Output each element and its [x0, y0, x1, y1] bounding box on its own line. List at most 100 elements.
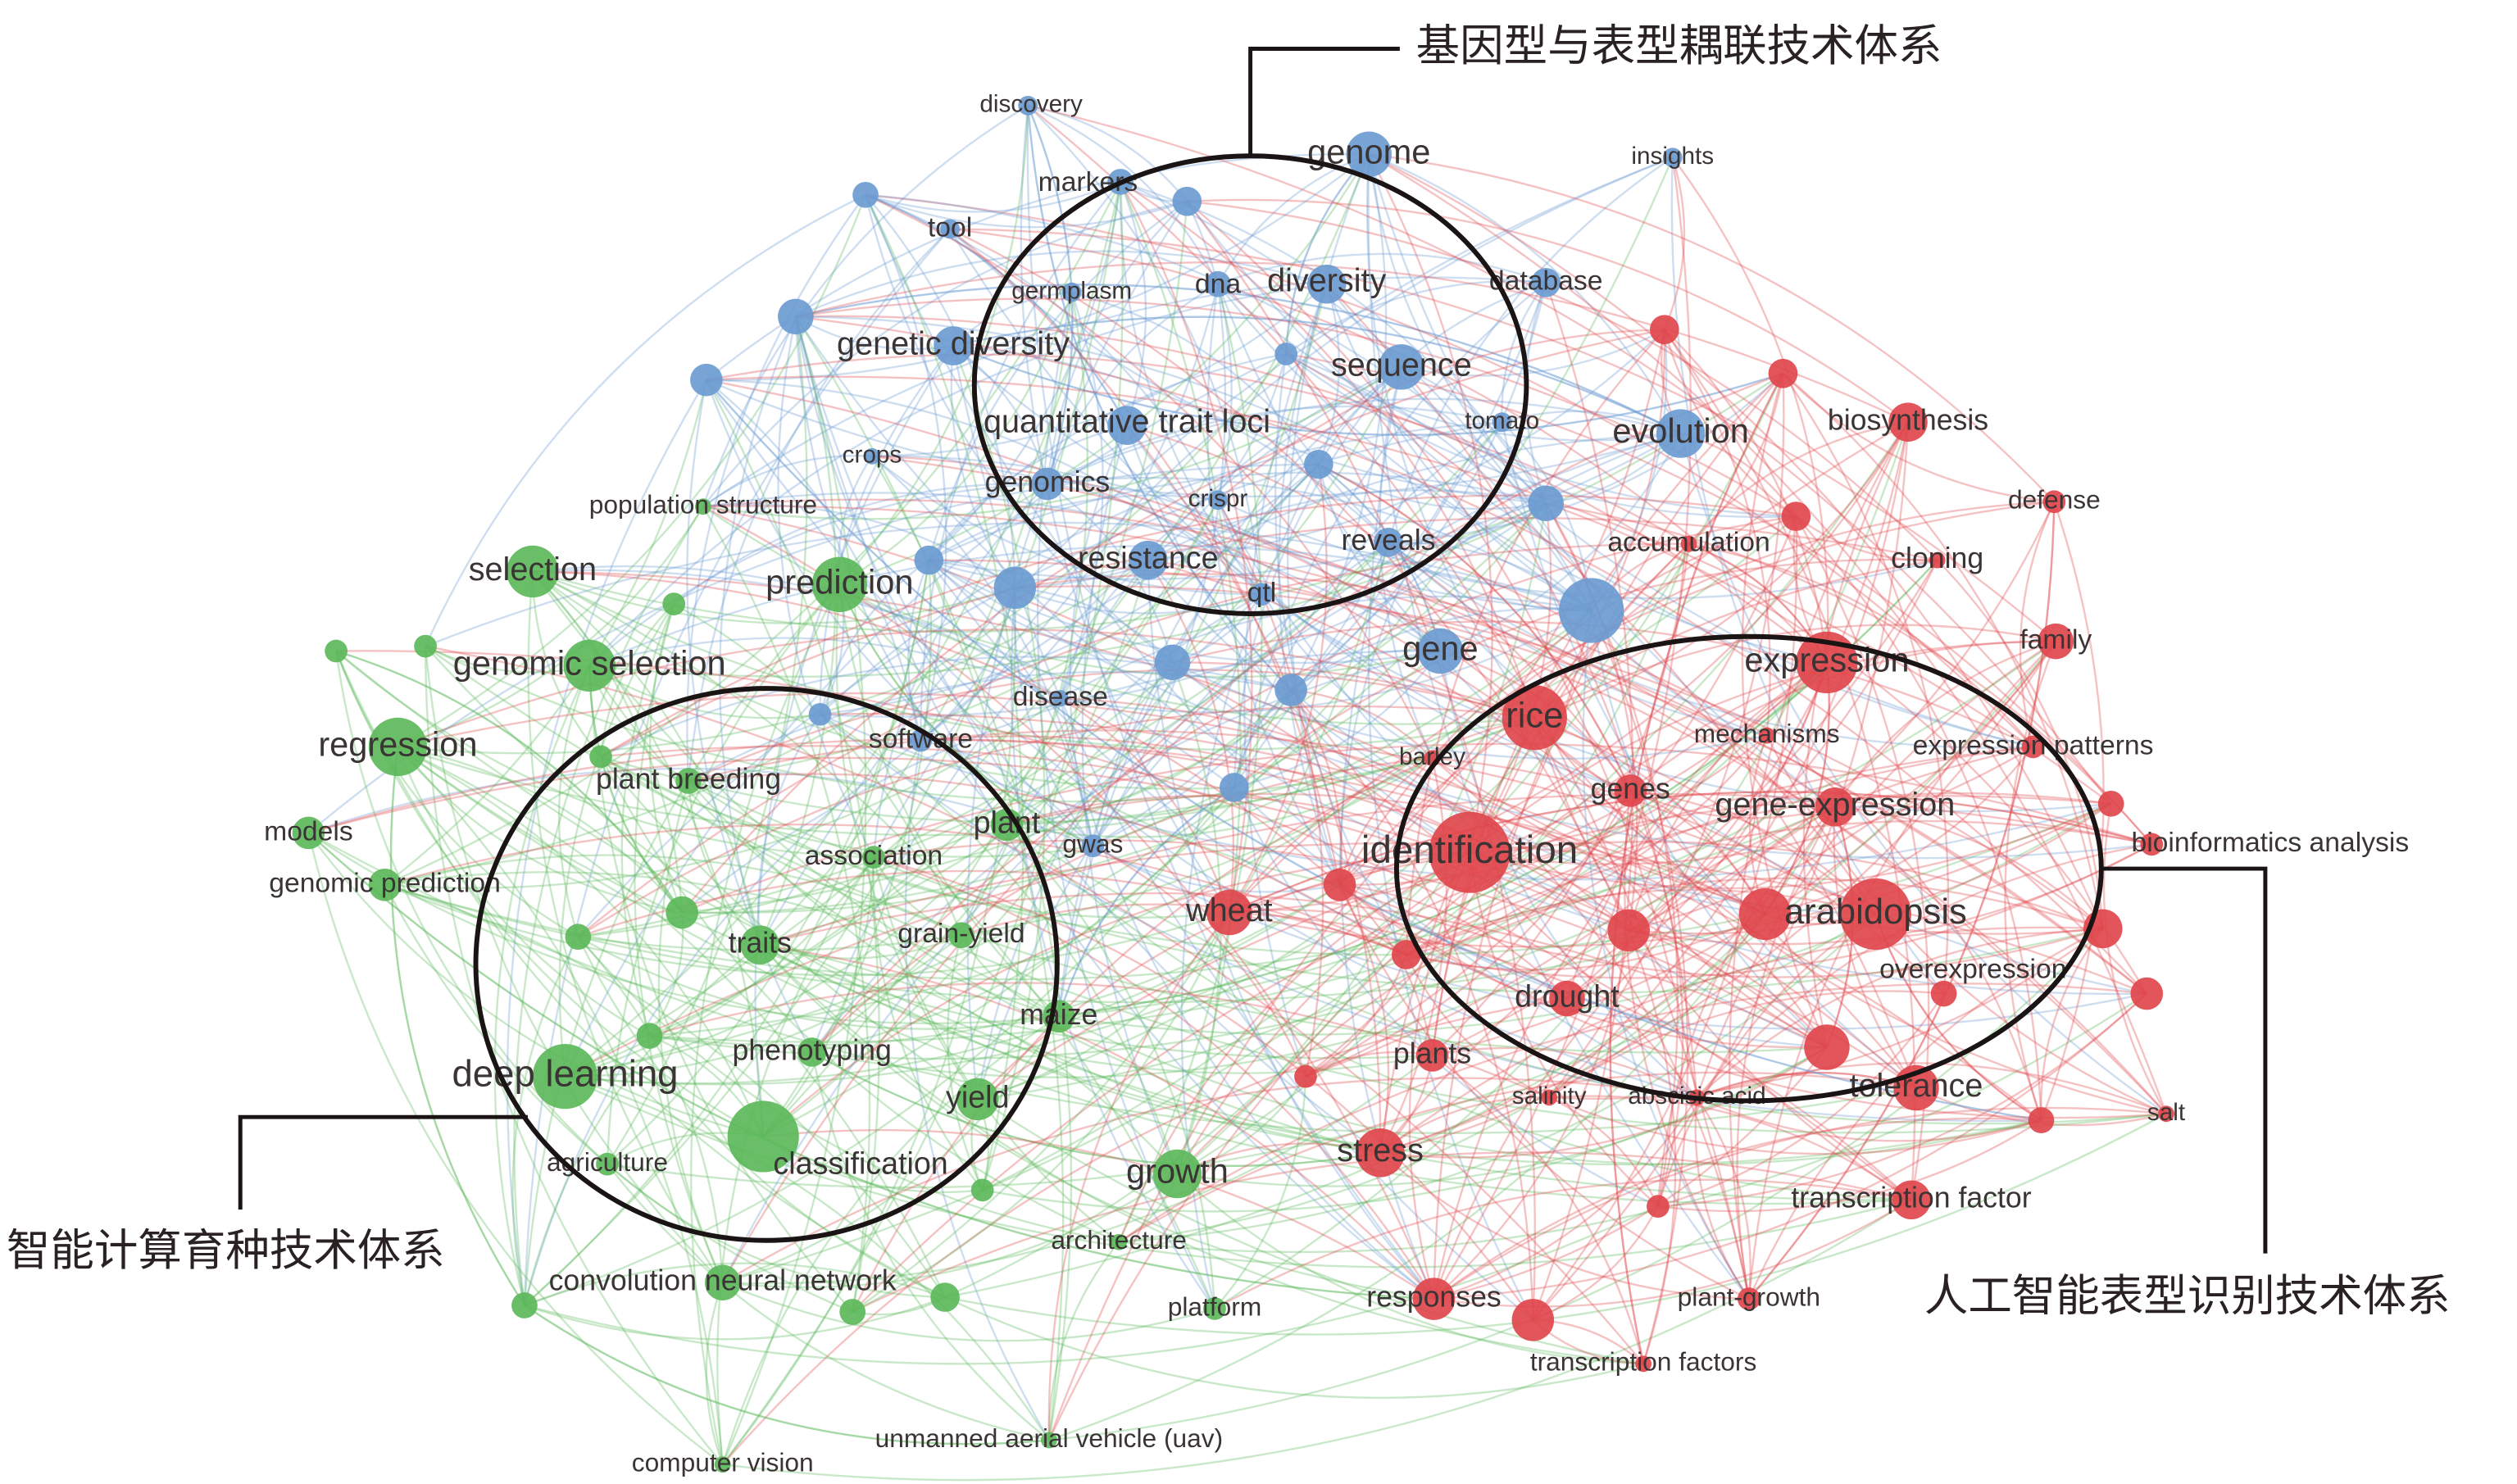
node-plant-breeding[interactable]	[675, 768, 702, 794]
node-genotype[interactable]	[1528, 485, 1564, 522]
node-genotype[interactable]	[778, 298, 814, 335]
node-breeding[interactable]	[666, 896, 698, 929]
node-phenotyping[interactable]	[797, 1037, 827, 1067]
node-breeding[interactable]	[565, 924, 592, 951]
node-genomics[interactable]	[1031, 467, 1064, 501]
node-models[interactable]	[292, 816, 325, 850]
node-phenotype[interactable]	[1323, 869, 1356, 901]
node-cloning[interactable]	[1929, 551, 1946, 569]
node-crispr[interactable]	[1208, 490, 1228, 511]
node-phenotype[interactable]	[2097, 790, 2124, 817]
node-transcription-factor[interactable]	[1892, 1180, 1931, 1219]
node-wheat[interactable]	[1206, 889, 1252, 936]
node-defense[interactable]	[2042, 490, 2066, 514]
node-traits[interactable]	[740, 925, 780, 964]
node-breeding[interactable]	[414, 634, 437, 658]
node-crops[interactable]	[864, 447, 880, 465]
node-salt[interactable]	[2158, 1105, 2174, 1123]
node-plants[interactable]	[1415, 1039, 1449, 1072]
node-reveals[interactable]	[1374, 527, 1403, 557]
node-breeding[interactable]	[662, 592, 686, 615]
node-insights[interactable]	[1662, 147, 1683, 168]
node-computer-vision[interactable]	[714, 1456, 731, 1473]
node-transcription-factors[interactable]	[1635, 1355, 1651, 1373]
node-database[interactable]	[1531, 267, 1561, 297]
node-population-structure[interactable]	[694, 498, 711, 515]
node-genetic-diversity[interactable]	[934, 326, 973, 365]
node-genotype[interactable]	[993, 566, 1037, 610]
node-germplasm[interactable]	[1061, 282, 1082, 302]
node-association[interactable]	[862, 846, 885, 869]
node-diversity[interactable]	[1306, 265, 1347, 304]
node-yield[interactable]	[956, 1078, 999, 1121]
node-phenotype[interactable]	[1647, 1195, 1670, 1219]
node-mechanisms[interactable]	[1758, 727, 1775, 744]
node-platform[interactable]	[1203, 1297, 1226, 1320]
node-resistance[interactable]	[1128, 540, 1168, 580]
node-genotype[interactable]	[1559, 578, 1624, 643]
node-stress[interactable]	[1356, 1128, 1405, 1178]
node-arabidopsis[interactable]	[1839, 878, 1911, 951]
node-selection[interactable]	[507, 545, 559, 598]
node-phenotype[interactable]	[1768, 358, 1798, 388]
node-genotype[interactable]	[852, 181, 879, 208]
node-classification[interactable]	[727, 1101, 799, 1173]
node-agriculture[interactable]	[596, 1152, 619, 1176]
node-genotype[interactable]	[808, 702, 832, 726]
node-salinity[interactable]	[1541, 1089, 1558, 1106]
node-quantitative-trait-loci[interactable]	[1107, 406, 1147, 445]
node-breeding[interactable]	[589, 745, 612, 769]
node-genotype[interactable]	[1172, 186, 1202, 216]
node-sequence[interactable]	[1379, 344, 1424, 390]
node-genotype[interactable]	[1274, 343, 1298, 365]
node-disease[interactable]	[1052, 690, 1069, 706]
node-breeding[interactable]	[511, 1292, 538, 1318]
node-genotype[interactable]	[1303, 449, 1333, 479]
node-plant-growth[interactable]	[1737, 1287, 1761, 1310]
node-unmanned-aerial-vehicle-uav-[interactable]	[1041, 1432, 1057, 1449]
node-phenotype[interactable]	[1781, 501, 1811, 531]
node-regression[interactable]	[368, 717, 428, 777]
node-identification[interactable]	[1429, 811, 1511, 893]
node-tomato[interactable]	[1492, 412, 1512, 433]
node-phenotype[interactable]	[1511, 1299, 1555, 1341]
node-growth[interactable]	[1152, 1149, 1202, 1199]
node-genomic-prediction[interactable]	[368, 869, 402, 901]
node-expression-patterns[interactable]	[2021, 735, 2045, 759]
node-discovery[interactable]	[1018, 95, 1038, 116]
node-overexpression[interactable]	[1930, 980, 1957, 1007]
node-genotype[interactable]	[690, 363, 723, 397]
node-dna[interactable]	[1205, 270, 1231, 297]
node-phenotype[interactable]	[1607, 909, 1650, 952]
node-genotype[interactable]	[1154, 644, 1191, 681]
node-phenotype[interactable]	[1294, 1064, 1317, 1088]
node-genotype[interactable]	[914, 545, 944, 575]
node-convolution-neural-network[interactable]	[704, 1264, 741, 1301]
node-phenotype[interactable]	[2028, 1107, 2055, 1133]
node-breeding[interactable]	[325, 639, 348, 663]
node-architecture[interactable]	[1111, 1233, 1128, 1250]
node-deep-learning[interactable]	[532, 1044, 598, 1110]
node-breeding[interactable]	[930, 1282, 960, 1312]
node-phenotype[interactable]	[1804, 1024, 1850, 1070]
node-biosynthesis[interactable]	[1888, 402, 1928, 442]
node-drought[interactable]	[1549, 980, 1585, 1017]
node-genotype[interactable]	[1274, 674, 1307, 706]
node-genes[interactable]	[1614, 774, 1647, 807]
node-breeding[interactable]	[970, 1178, 994, 1202]
node-genotype[interactable]	[1219, 773, 1249, 802]
node-prediction[interactable]	[811, 556, 868, 612]
node-breeding[interactable]	[839, 1299, 866, 1325]
node-evolution[interactable]	[1656, 409, 1706, 458]
node-accumulation[interactable]	[1680, 535, 1697, 552]
node-rice[interactable]	[1502, 685, 1567, 751]
node-qtl[interactable]	[1250, 583, 1274, 606]
node-phenotype[interactable]	[1649, 315, 1679, 345]
node-phenotype[interactable]	[1738, 887, 1792, 941]
node-gene-expression[interactable]	[1815, 787, 1855, 827]
node-bioinformatics-analysis[interactable]	[2140, 833, 2164, 856]
node-responses[interactable]	[1412, 1278, 1456, 1320]
node-gene[interactable]	[1417, 628, 1464, 674]
node-genomic-selection[interactable]	[563, 639, 616, 692]
node-phenotype[interactable]	[2130, 977, 2164, 1010]
